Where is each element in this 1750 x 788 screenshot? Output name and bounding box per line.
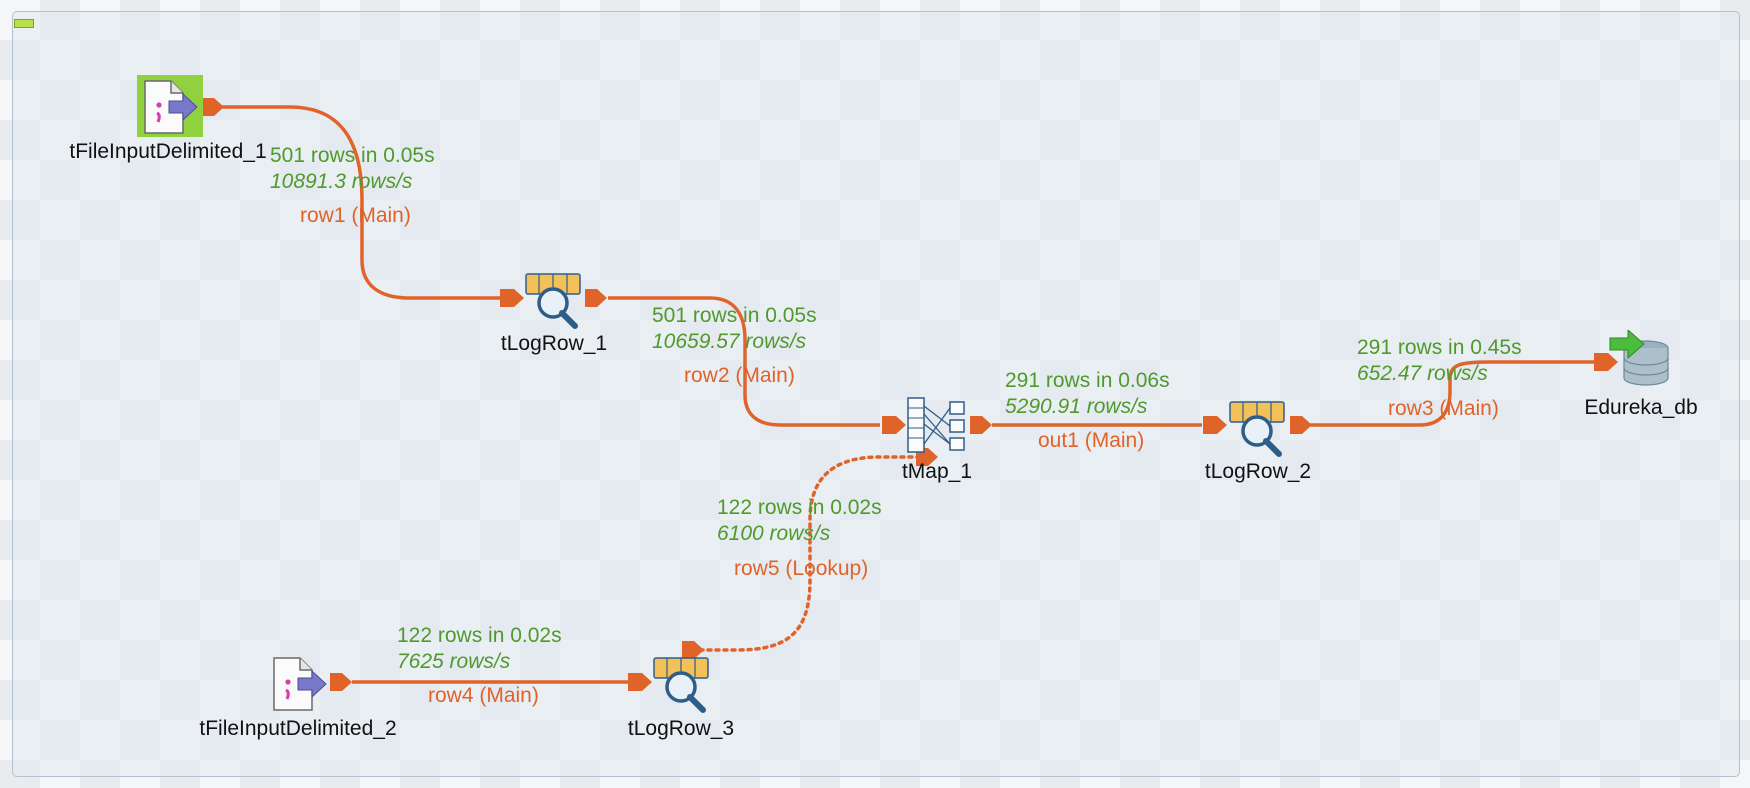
input-connector-log3 xyxy=(628,673,652,691)
canvas-status-indicator xyxy=(14,19,34,28)
input-connector-log1 xyxy=(500,289,524,307)
row3-label[interactable]: row3 (Main) xyxy=(1388,397,1499,420)
connection-row3-line[interactable] xyxy=(1310,360,1595,427)
output-connector-file1 xyxy=(202,98,224,116)
log-row-3-component[interactable] xyxy=(650,656,712,714)
input-connector-map1 xyxy=(882,416,906,434)
component-label-log3: tLogRow_3 xyxy=(627,717,735,740)
file-input-icon xyxy=(137,75,203,137)
edureka-db-component[interactable] xyxy=(1608,328,1672,392)
row3-stats: 291 rows in 0.45s xyxy=(1357,336,1522,359)
row2-stats: 501 rows in 0.05s xyxy=(652,304,817,327)
out1-rate: 5290.91 rows/s xyxy=(1005,395,1148,418)
output-connector-map1 xyxy=(970,416,992,434)
row3-rate: 652.47 rows/s xyxy=(1357,362,1488,385)
row1-label[interactable]: row1 (Main) xyxy=(300,204,411,227)
file-input-delimited-2-component[interactable] xyxy=(266,654,332,714)
component-label-log2: tLogRow_2 xyxy=(1204,460,1312,483)
component-label-file2: tFileInputDelimited_2 xyxy=(199,717,397,740)
row4-stats: 122 rows in 0.02s xyxy=(397,624,562,647)
output-connector-file2 xyxy=(330,673,352,691)
log-row-1-component[interactable] xyxy=(522,272,584,330)
output-connector-log2 xyxy=(1290,416,1312,434)
row4-rate: 7625 rows/s xyxy=(397,650,511,673)
row4-label[interactable]: row4 (Main) xyxy=(428,684,539,707)
file-input-icon xyxy=(273,657,327,711)
row5-label[interactable]: row5 (Lookup) xyxy=(734,557,869,580)
connection-row5-line[interactable] xyxy=(698,455,927,652)
out1-label[interactable]: out1 (Main) xyxy=(1038,429,1145,452)
connection-row1-line[interactable] xyxy=(222,105,500,300)
connectors xyxy=(202,98,1618,691)
component-label-db: Edureka_db xyxy=(1584,396,1698,419)
log-row-2-component[interactable] xyxy=(1226,400,1288,458)
connection-row2-line[interactable] xyxy=(608,296,880,427)
log-row-icon xyxy=(1229,401,1285,457)
row1-stats: 501 rows in 0.05s xyxy=(270,144,435,167)
output-connector-log3 xyxy=(682,641,704,659)
component-label-log1: tLogRow_1 xyxy=(500,332,608,355)
output-connector-log1 xyxy=(585,289,607,307)
log-row-icon xyxy=(525,273,581,329)
row5-rate: 6100 rows/s xyxy=(717,522,831,545)
out1-stats: 291 rows in 0.06s xyxy=(1005,369,1170,392)
job-design-canvas[interactable] xyxy=(12,11,1740,777)
row1-rate: 10891.3 rows/s xyxy=(270,170,413,193)
row2-rate: 10659.57 rows/s xyxy=(652,330,807,353)
database-output-icon xyxy=(1609,328,1669,386)
map-icon xyxy=(907,397,965,453)
input-connector-log2 xyxy=(1203,416,1227,434)
file-input-delimited-1-component[interactable] xyxy=(137,75,203,137)
row2-label[interactable]: row2 (Main) xyxy=(684,364,795,387)
tmap-1-component[interactable] xyxy=(906,396,968,456)
log-row-icon xyxy=(653,657,709,713)
input-connector-db xyxy=(1594,353,1618,371)
component-label-map1: tMap_1 xyxy=(901,460,973,483)
component-label-file1: tFileInputDelimited_1 xyxy=(69,140,267,163)
row5-stats: 122 rows in 0.02s xyxy=(717,496,882,519)
